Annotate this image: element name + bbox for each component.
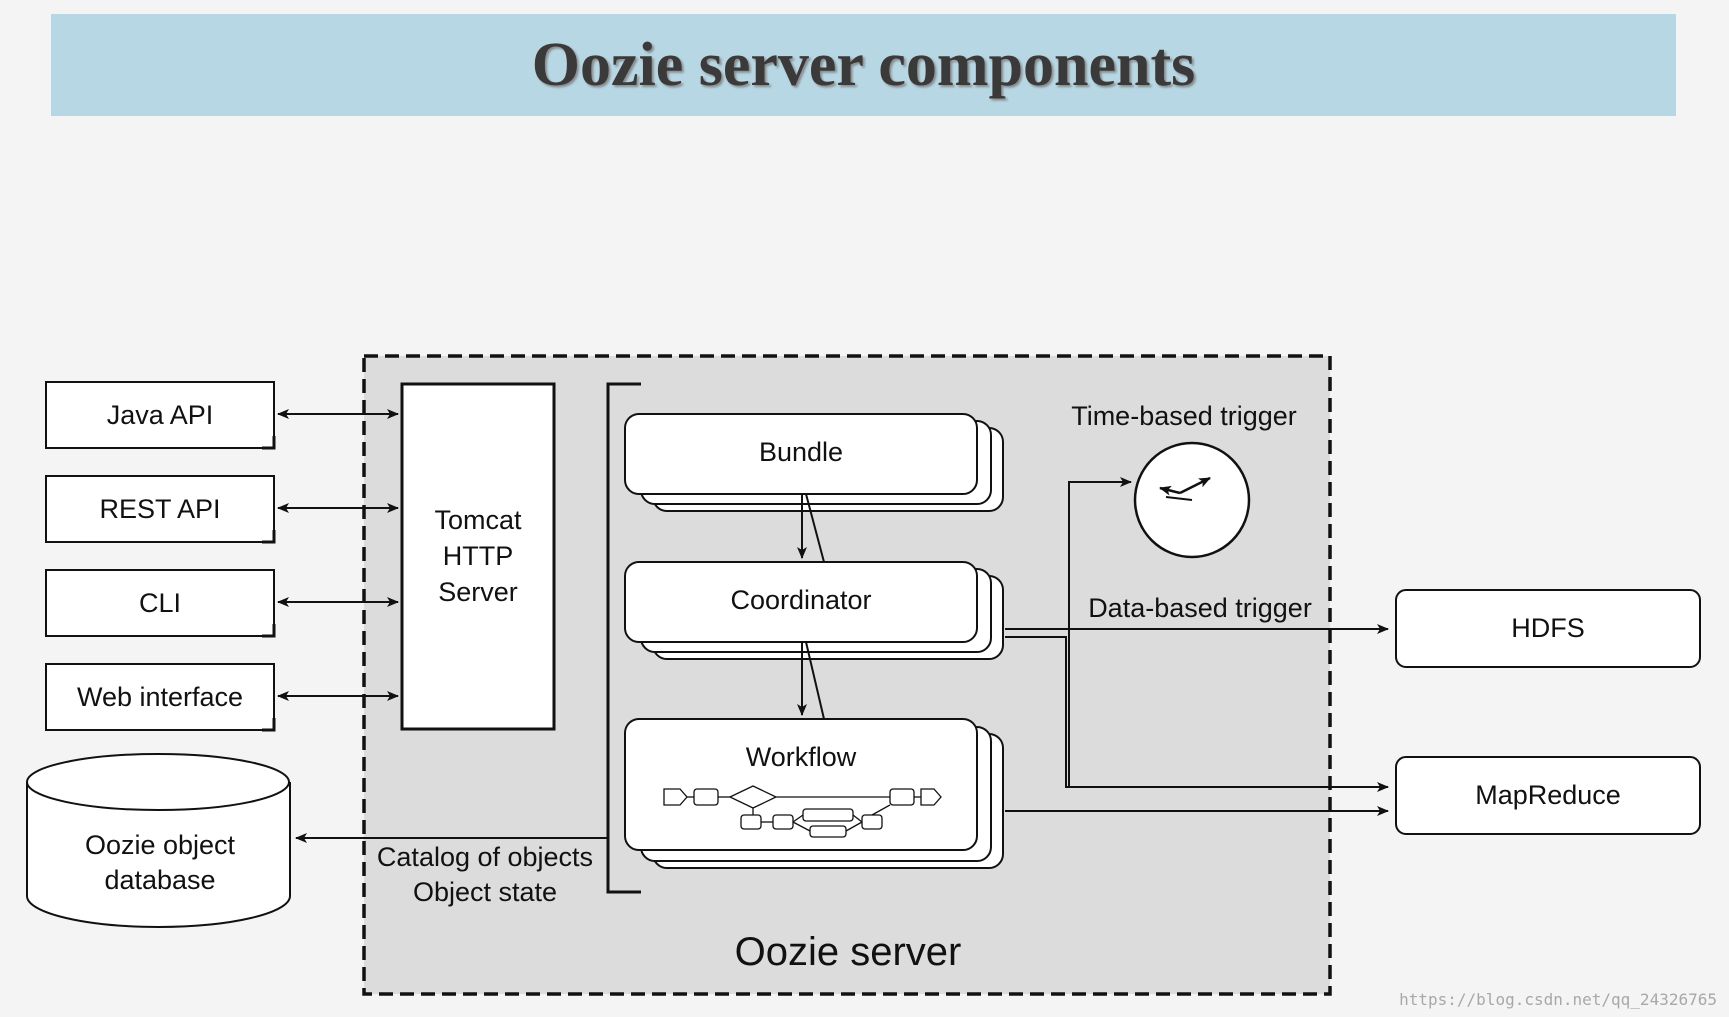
coordinator-label: Coordinator	[730, 585, 871, 615]
time-trigger-label: Time-based trigger	[1071, 401, 1297, 431]
title-bar: Oozie server components	[51, 14, 1676, 116]
cli-label: CLI	[139, 588, 181, 618]
client-cli: CLI	[45, 569, 276, 638]
client-rest-api: REST API	[45, 475, 276, 544]
data-trigger-label: Data-based trigger	[1088, 593, 1312, 623]
tomcat-line2: HTTP	[443, 541, 514, 571]
bundle-coordinator-arrow-right	[805, 493, 825, 563]
bundle-label: Bundle	[759, 437, 843, 467]
coordinator-workflow-arrow-right	[805, 641, 825, 720]
time-trigger-line	[1068, 477, 1132, 787]
page-title: Oozie server components	[531, 30, 1196, 99]
coordinator-mapreduce-arrow	[1005, 636, 1389, 792]
workflow-label: Workflow	[746, 742, 857, 772]
java-api-label: Java API	[107, 400, 214, 430]
tomcat-http-server: Tomcat HTTP Server	[400, 382, 556, 731]
mapreduce-label: MapReduce	[1475, 780, 1621, 810]
coordinator-stack: Coordinator	[624, 561, 1004, 660]
catalog-line1: Catalog of objects	[377, 842, 593, 872]
hdfs-box: HDFS	[1395, 589, 1701, 668]
clock-icon	[1133, 441, 1251, 559]
rest-api-label: REST API	[99, 494, 220, 524]
web-interface-label: Web interface	[77, 682, 243, 712]
catalog-line2: Object state	[413, 877, 557, 907]
tomcat-line3: Server	[438, 577, 518, 607]
client-web-interface: Web interface	[45, 663, 276, 732]
bundle-stack: Bundle	[624, 413, 1004, 512]
database-line2: database	[104, 865, 215, 895]
tomcat-line1: Tomcat	[434, 505, 522, 535]
watermark-url: https://blog.csdn.net/qq_24326765	[1399, 990, 1717, 1009]
workflow-dag-thumbnail	[663, 785, 942, 838]
mapreduce-box: MapReduce	[1395, 756, 1701, 835]
oozie-object-database: Oozie object database	[26, 753, 291, 928]
hdfs-label: HDFS	[1511, 613, 1585, 643]
database-line1: Oozie object	[85, 830, 236, 860]
workflow-stack: Workflow	[624, 718, 1004, 869]
engine-bracket	[606, 382, 641, 894]
client-java-api: Java API	[45, 381, 276, 450]
oozie-server-label: Oozie server	[735, 930, 962, 974]
